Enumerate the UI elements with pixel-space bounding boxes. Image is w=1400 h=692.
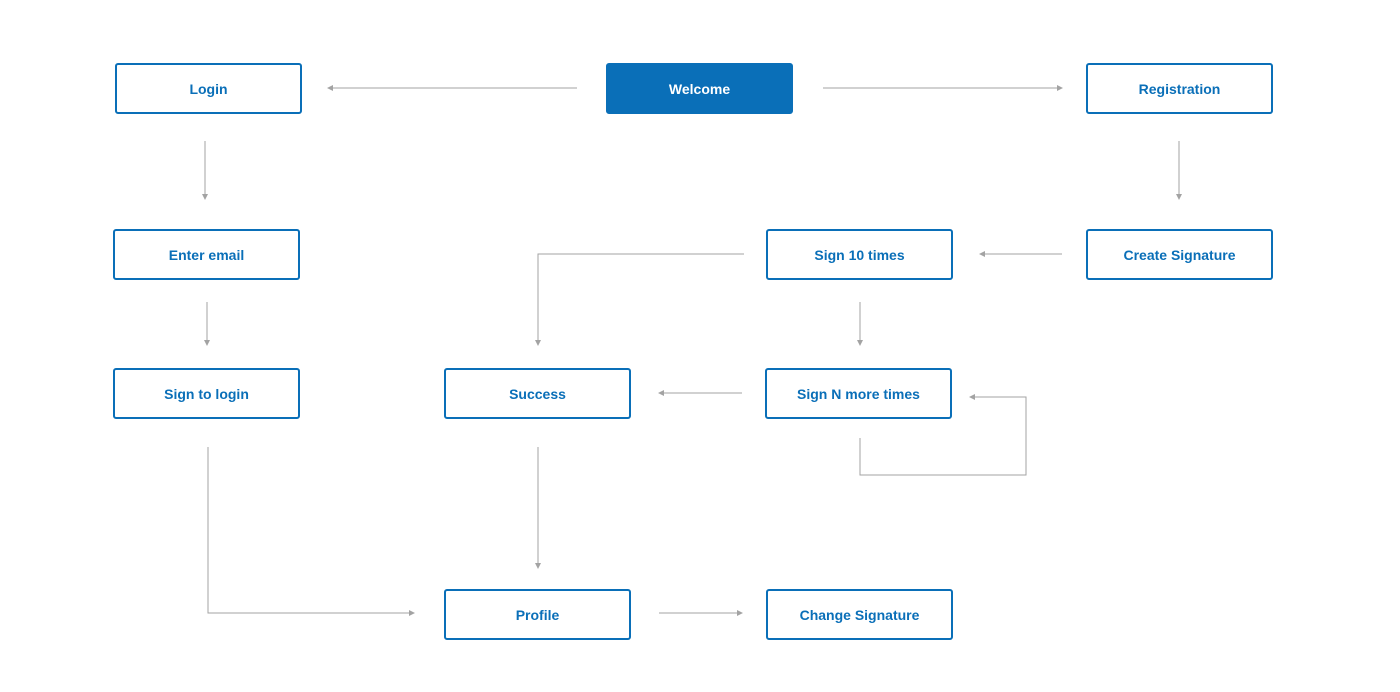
node-registration[interactable]: Registration <box>1086 63 1273 114</box>
node-enter-email-label: Enter email <box>168 246 245 263</box>
node-enter-email[interactable]: Enter email <box>113 229 300 280</box>
node-sign-n-more-times-label: Sign N more times <box>797 385 920 402</box>
node-profile-label: Profile <box>515 606 560 623</box>
node-welcome[interactable]: Welcome <box>606 63 793 114</box>
node-welcome-label: Welcome <box>668 80 731 97</box>
node-registration-label: Registration <box>1138 80 1221 97</box>
node-login-label: Login <box>189 80 228 97</box>
node-login[interactable]: Login <box>115 63 302 114</box>
node-change-signature-label: Change Signature <box>799 606 920 623</box>
node-sign-to-login-label: Sign to login <box>164 385 249 402</box>
edge-sign-n-more-times-loop <box>859 394 1027 476</box>
node-success[interactable]: Success <box>444 368 631 419</box>
node-create-signature[interactable]: Create Signature <box>1086 229 1273 280</box>
node-sign-10-times-label: Sign 10 times <box>814 246 905 263</box>
node-change-signature[interactable]: Change Signature <box>766 589 953 640</box>
node-sign-10-times[interactable]: Sign 10 times <box>766 229 953 280</box>
edge-sign-to-login-to-profile <box>207 447 415 616</box>
node-sign-to-login[interactable]: Sign to login <box>113 368 300 419</box>
node-success-label: Success <box>509 385 566 402</box>
node-profile[interactable]: Profile <box>444 589 631 640</box>
node-sign-n-more-times[interactable]: Sign N more times <box>765 368 952 419</box>
node-create-signature-label: Create Signature <box>1123 246 1236 263</box>
edge-sign-10-times-to-success <box>535 253 744 346</box>
